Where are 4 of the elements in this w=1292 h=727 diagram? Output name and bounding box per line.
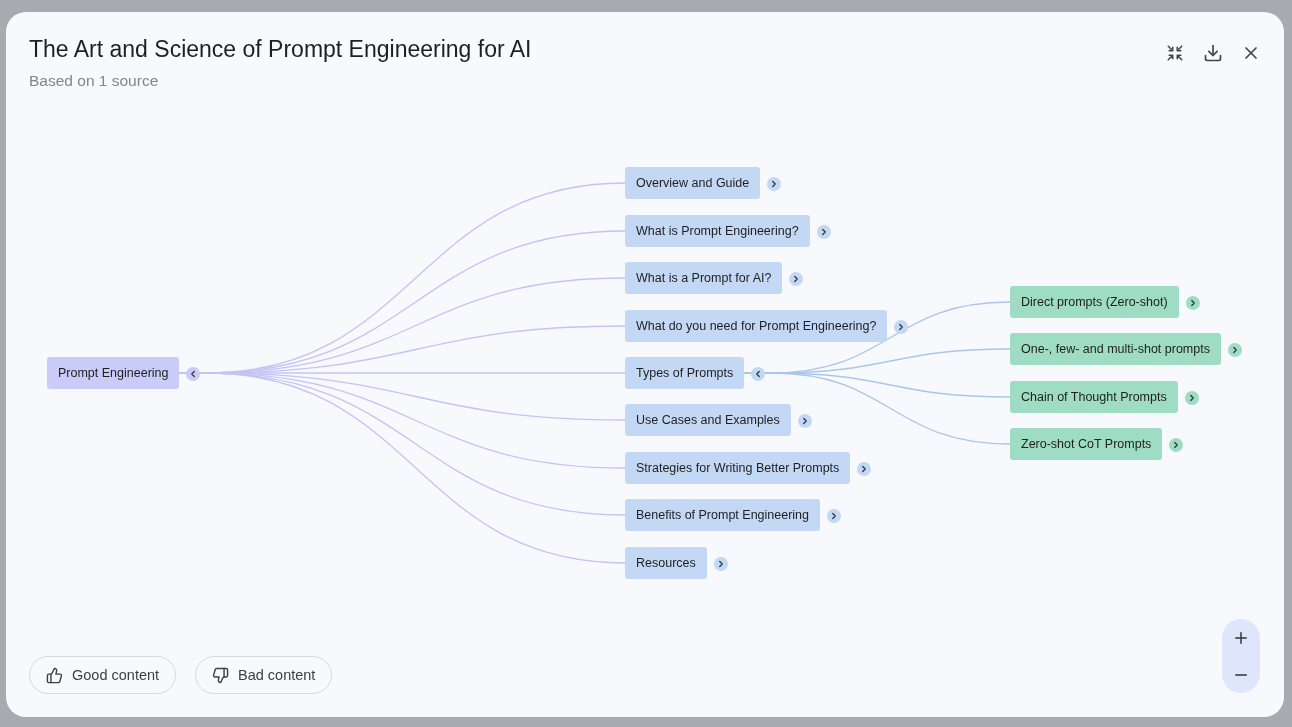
- source-count: Based on 1 source: [29, 72, 159, 90]
- bad-content-button: Bad content: [195, 656, 333, 694]
- title: The Art and Science of Prompt Engineering for AI: [29, 36, 532, 63]
- good-content-button: Good content: [29, 656, 177, 694]
